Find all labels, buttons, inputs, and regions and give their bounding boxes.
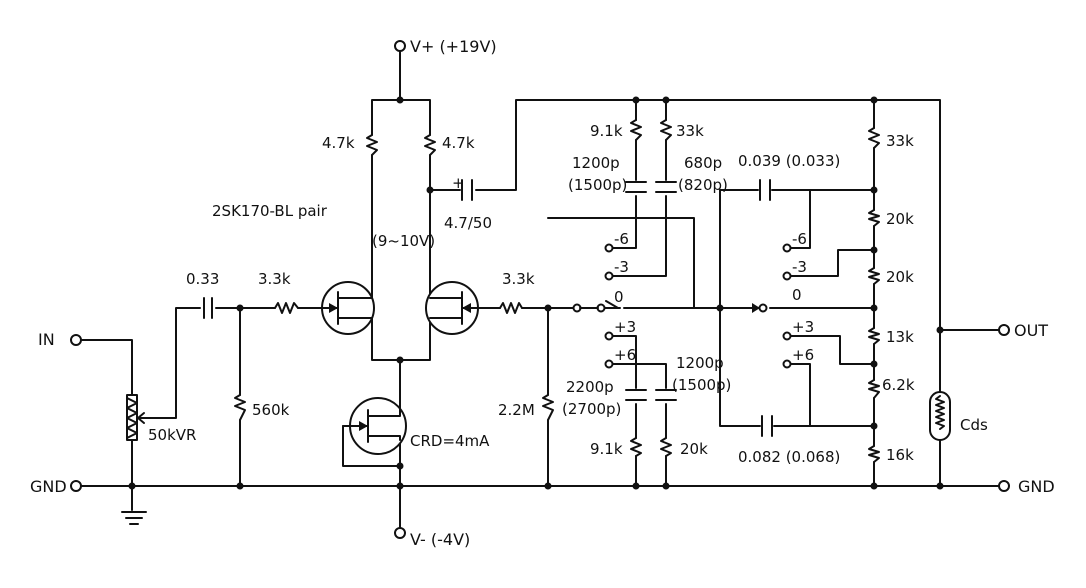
- cap-tone-top1: [625, 181, 647, 193]
- label-sw1-0: 0: [614, 288, 624, 306]
- label-sw1-m6: -6: [614, 230, 629, 248]
- labels: V+ (+19V) V- (-4V) IN GND GND OUT 2SK170…: [30, 37, 1055, 549]
- label-r-gate-right: 3.3k: [502, 270, 535, 288]
- label-ladder-20k-b: 20k: [886, 268, 914, 286]
- label-out: OUT: [1014, 321, 1048, 340]
- label-ladder-62k: 6.2k: [882, 376, 915, 394]
- crd-fet: [342, 389, 407, 455]
- cap-tone-top2: [655, 181, 677, 193]
- label-r-ground: 2.2M: [498, 401, 535, 419]
- capacitors: [203, 179, 773, 437]
- switch-1: [572, 243, 614, 369]
- cap-out: [461, 179, 473, 201]
- resistor-gate-left: [274, 302, 299, 314]
- label-ladder-13k: 13k: [886, 328, 914, 346]
- label-c-bot-right: 0.082 (0.068): [738, 448, 840, 466]
- label-crd: CRD=4mA: [410, 432, 490, 450]
- label-sw2-m6: -6: [792, 230, 807, 248]
- label-sw1-p3: +3: [614, 318, 636, 336]
- switches: [572, 243, 792, 369]
- label-ladder-33k: 33k: [886, 132, 914, 150]
- resistors: [126, 119, 880, 463]
- gnd-left-terminal: [70, 480, 82, 492]
- vplus-terminal: [394, 40, 406, 52]
- ground-symbol: [121, 511, 147, 525]
- label-pot: 50kVR: [148, 426, 196, 444]
- junctions: [128, 96, 944, 490]
- wiper-arrow: [137, 412, 151, 424]
- cds-cell: [929, 391, 951, 441]
- resistor-tone-bot2: [660, 437, 672, 457]
- cap-bot-right: [761, 415, 773, 437]
- resistor-ladder-33k: [868, 127, 880, 149]
- label-c-in: 0.33: [186, 270, 219, 288]
- label-sw2-0: 0: [792, 286, 802, 304]
- label-tone-r-top1: 9.1k: [590, 122, 623, 140]
- label-tone-c-top1a: 1200p: [572, 154, 620, 172]
- resistor-ladder-13k: [868, 327, 880, 345]
- label-gnd-right: GND: [1018, 477, 1055, 496]
- label-tone-c-bot1a: 2200p: [566, 378, 614, 396]
- label-vplus: V+ (+19V): [410, 37, 497, 56]
- label-fet-pair: 2SK170-BL pair: [212, 202, 328, 220]
- label-r-gate-left: 3.3k: [258, 270, 291, 288]
- label-tone-c-top1b: (1500p): [568, 176, 627, 194]
- resistor-ladder-16k: [868, 445, 880, 463]
- resistor-tone-top1: [630, 119, 642, 141]
- resistor-gate-right: [499, 302, 523, 314]
- cap-tone-bot1: [625, 389, 647, 401]
- label-ladder-16k: 16k: [886, 446, 914, 464]
- label-sw1-m3: -3: [614, 258, 629, 276]
- label-r-drain-left: 4.7k: [322, 134, 355, 152]
- fets: [321, 281, 479, 455]
- cap-tone-bot2: [655, 389, 677, 401]
- resistor-drain-right: [424, 134, 436, 156]
- resistor-ladder-62k: [868, 379, 880, 399]
- label-vminus: V- (-4V): [410, 530, 470, 549]
- label-r-bias: 560k: [252, 401, 290, 419]
- out-terminal: [998, 324, 1010, 336]
- label-cds: Cds: [960, 416, 988, 434]
- resistor-tone-top2: [660, 119, 672, 141]
- jfet-right: [425, 281, 479, 335]
- resistor-ladder-20k-b: [868, 267, 880, 285]
- label-in: IN: [38, 330, 55, 349]
- in-terminal: [70, 334, 82, 346]
- label-sw2-p6: +6: [792, 346, 814, 364]
- label-sw2-p3: +3: [792, 318, 814, 336]
- label-tone-c-bot2a: 1200p: [676, 354, 724, 372]
- label-tone-c-bot1b: (2700p): [562, 400, 621, 418]
- label-drain-voltage: (9~10V): [372, 232, 435, 250]
- label-c-top-right: 0.039 (0.033): [738, 152, 840, 170]
- cap-top-right: [759, 179, 771, 201]
- label-sw2-m3: -3: [792, 258, 807, 276]
- resistor-ladder-20k-a: [868, 209, 880, 227]
- resistor-560k: [234, 394, 246, 421]
- label-tone-c-bot2b: (1500p): [672, 376, 731, 394]
- resistor-tone-bot1: [630, 437, 642, 457]
- jfet-left: [321, 281, 375, 335]
- label-r-drain-right: 4.7k: [442, 134, 475, 152]
- label-gnd-left: GND: [30, 477, 67, 496]
- label-tone-r-bot1: 9.1k: [590, 440, 623, 458]
- label-tone-c-top2a: 680p: [684, 154, 722, 172]
- label-tone-c-top2b: (820p): [678, 176, 728, 194]
- label-tone-r-top2: 33k: [676, 122, 704, 140]
- label-c-out-plus: +: [452, 174, 465, 192]
- label-c-out: 4.7/50: [444, 214, 492, 232]
- label-tone-r-bot2: 20k: [680, 440, 708, 458]
- gnd-right-terminal: [998, 480, 1010, 492]
- vminus-terminal: [394, 527, 406, 539]
- cap-in: [203, 297, 213, 319]
- label-sw1-p6: +6: [614, 346, 636, 364]
- switch-2: [752, 243, 792, 369]
- label-ladder-20k-a: 20k: [886, 210, 914, 228]
- wires: [81, 51, 999, 529]
- terminals: [70, 40, 1010, 539]
- resistor-2m2: [542, 394, 554, 421]
- resistor-drain-left: [366, 134, 378, 156]
